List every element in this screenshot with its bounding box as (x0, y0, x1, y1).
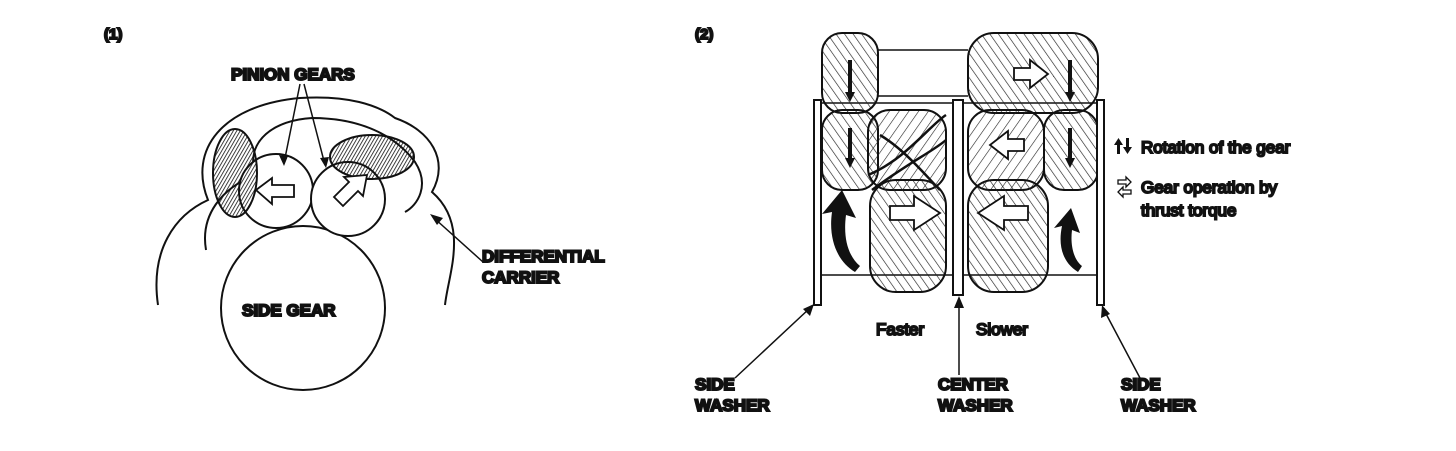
right-side-washer-label-line2: WASHER (1121, 396, 1196, 415)
legend-operation-text-line2: thrust torque (1141, 201, 1236, 220)
rotation-legend-icon (1114, 138, 1132, 154)
washer-leader-arrowheads (803, 296, 1110, 318)
pinion-gears-label: PINION GEARS (231, 65, 355, 84)
panel-1: (1) PINION GEARS SIDE GEAR DIFFERENTIAL … (103, 25, 606, 391)
right-side-gear (967, 179, 1049, 293)
pinion-leader-lines (283, 83, 326, 166)
panel-2: (2) (694, 25, 1292, 416)
slower-label: Slower (976, 320, 1028, 339)
panel-2-number: (2) (695, 26, 713, 43)
thrust-arrows (889, 58, 1050, 232)
thrust-arrow-right-1 (1013, 58, 1050, 90)
faster-label: Faster (876, 320, 925, 339)
center-washer (952, 99, 964, 296)
friction-zone-left (212, 128, 258, 218)
legend-operation-text-line1: Gear operation by (1141, 178, 1278, 197)
right-side-washer (1096, 99, 1105, 306)
carrier-leader-line (433, 217, 484, 263)
differential-carrier (155, 96, 455, 306)
legend-rotation-text: Rotation of the gear (1141, 138, 1291, 157)
left-side-gear (869, 179, 947, 293)
side-gear-label: SIDE GEAR (242, 301, 336, 320)
left-side-washer-label-line2: WASHER (695, 396, 770, 415)
friction-zone-right (329, 134, 415, 180)
carrier-label-line2: CARRIER (482, 268, 559, 287)
panel-1-number: (1) (104, 26, 122, 43)
legend: Rotation of the gear Gear operation by t… (1114, 137, 1292, 221)
carrier-label-line1: DIFFERENTIAL (482, 247, 605, 266)
thrust-legend-icon (1117, 175, 1132, 199)
rotation-arrows (845, 60, 1075, 168)
pinion-leader-arrowheads (279, 155, 329, 168)
center-washer-label-line1: CENTER (938, 375, 1008, 394)
center-washer-label-line2: WASHER (938, 396, 1013, 415)
side-gear (220, 225, 386, 391)
left-side-washer-label-line1: SIDE (695, 375, 735, 394)
helix-curves (867, 113, 947, 191)
thrust-arrow-left-1 (988, 129, 1025, 161)
thrust-arrow-left-2 (976, 194, 1029, 232)
up-right-arrow-icon (332, 174, 369, 208)
right-side-washer-label-line1: SIDE (1121, 375, 1161, 394)
left-rotation-curve-icon (822, 190, 860, 272)
left-arrow-icon (254, 176, 295, 206)
thrust-arrow-right-2 (889, 194, 942, 232)
left-side-washer (813, 99, 822, 306)
carrier-leader-arrowhead (430, 214, 443, 225)
washer-leader-lines (734, 300, 1141, 379)
right-rotation-curve-icon (1054, 208, 1082, 272)
